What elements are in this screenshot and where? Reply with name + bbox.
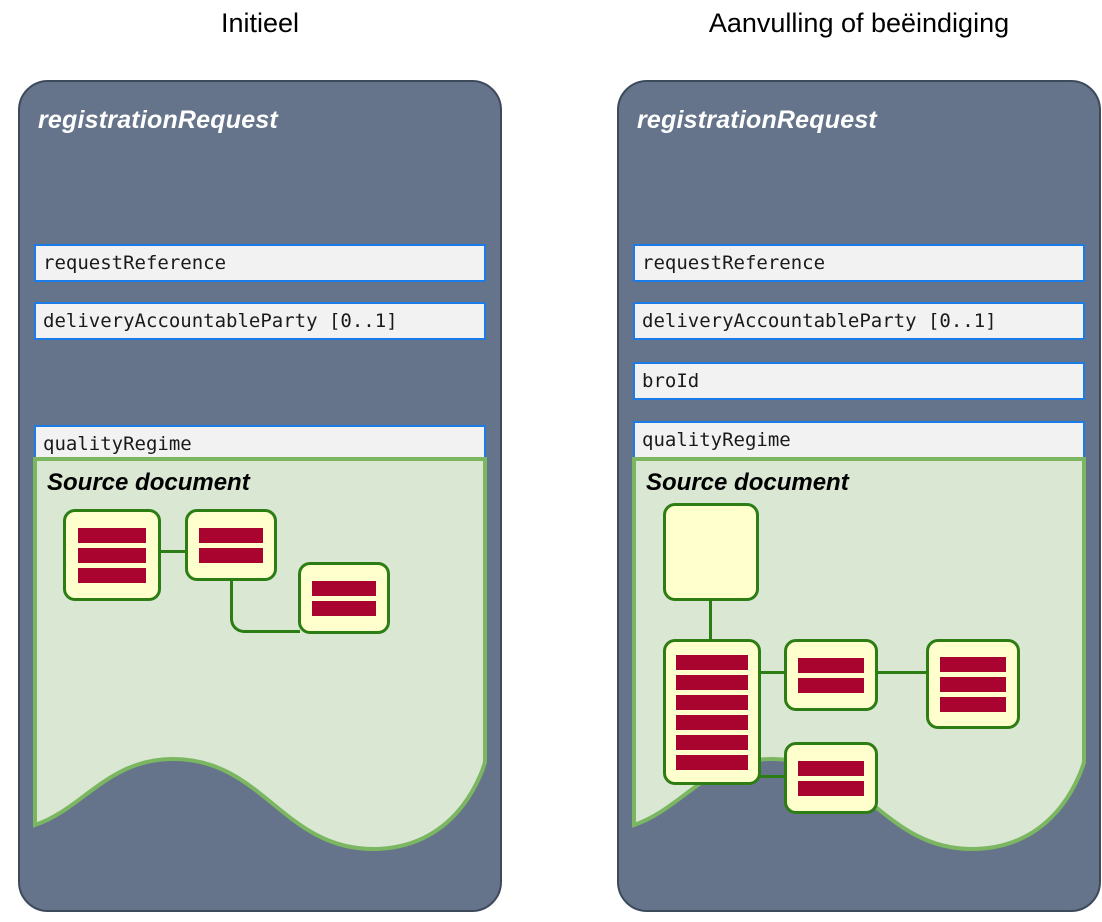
node-two-bars-right[interactable] bbox=[298, 562, 390, 634]
field-request-reference[interactable]: requestReference bbox=[633, 244, 1085, 282]
node-bar bbox=[940, 656, 1006, 672]
column-title-initieel: Initieel bbox=[220, 8, 300, 38]
node-two-bars-lower[interactable] bbox=[784, 742, 878, 814]
field-delivery-accountable-party[interactable]: deliveryAccountableParty [0..1] bbox=[633, 302, 1085, 340]
node-bar bbox=[676, 694, 748, 710]
source-document-area-initieel: Source document bbox=[33, 457, 487, 910]
node-bar bbox=[199, 527, 263, 543]
connector-six-to-two-mid bbox=[759, 671, 787, 674]
field-quality-regime[interactable]: qualityRegime bbox=[34, 425, 486, 463]
node-three-bars[interactable] bbox=[63, 509, 161, 601]
node-empty[interactable] bbox=[663, 503, 759, 601]
field-request-reference[interactable]: requestReference bbox=[34, 244, 486, 282]
node-bar bbox=[676, 754, 748, 770]
connector-node2-node3 bbox=[230, 581, 300, 633]
node-three-bars-right[interactable] bbox=[926, 639, 1020, 729]
field-delivery-accountable-party[interactable]: deliveryAccountableParty [0..1] bbox=[34, 302, 486, 340]
node-bar bbox=[798, 657, 864, 673]
panel-title-registration-request: registrationRequest bbox=[637, 106, 877, 134]
node-bar bbox=[77, 527, 147, 543]
node-bar bbox=[798, 780, 864, 796]
node-bar bbox=[312, 600, 376, 616]
field-bro-id[interactable]: broId bbox=[633, 362, 1085, 400]
node-bar bbox=[676, 654, 748, 670]
node-bar bbox=[77, 547, 147, 563]
connector-six-to-two-lower bbox=[759, 775, 787, 778]
source-document-label: Source document bbox=[47, 469, 250, 496]
connector-empty-to-six bbox=[709, 597, 712, 643]
source-document-area-aanvulling: Source document bbox=[632, 457, 1086, 910]
column-title-aanvulling: Aanvulling of beëindiging bbox=[708, 8, 1010, 38]
node-bar bbox=[676, 734, 748, 750]
panel-title-registration-request: registrationRequest bbox=[38, 106, 278, 134]
node-bar bbox=[676, 674, 748, 690]
source-document-label: Source document bbox=[646, 469, 849, 496]
registration-request-panel-initieel: registrationRequest requestReference del… bbox=[18, 80, 502, 912]
node-six-bars[interactable] bbox=[663, 639, 761, 785]
field-quality-regime[interactable]: qualityRegime bbox=[633, 421, 1085, 459]
node-bar bbox=[940, 696, 1006, 712]
node-bar bbox=[798, 760, 864, 776]
registration-request-panel-aanvulling: registrationRequest requestReference del… bbox=[617, 80, 1101, 912]
node-bar bbox=[940, 676, 1006, 692]
node-bar bbox=[676, 714, 748, 730]
node-bar bbox=[312, 580, 376, 596]
node-two-bars-upper[interactable] bbox=[185, 509, 277, 581]
node-bar bbox=[199, 547, 263, 563]
node-two-bars-mid[interactable] bbox=[784, 639, 878, 711]
node-bar bbox=[798, 677, 864, 693]
connector-two-mid-to-three bbox=[876, 671, 928, 674]
node-bar bbox=[77, 567, 147, 583]
connector-node1-node2 bbox=[161, 550, 187, 553]
